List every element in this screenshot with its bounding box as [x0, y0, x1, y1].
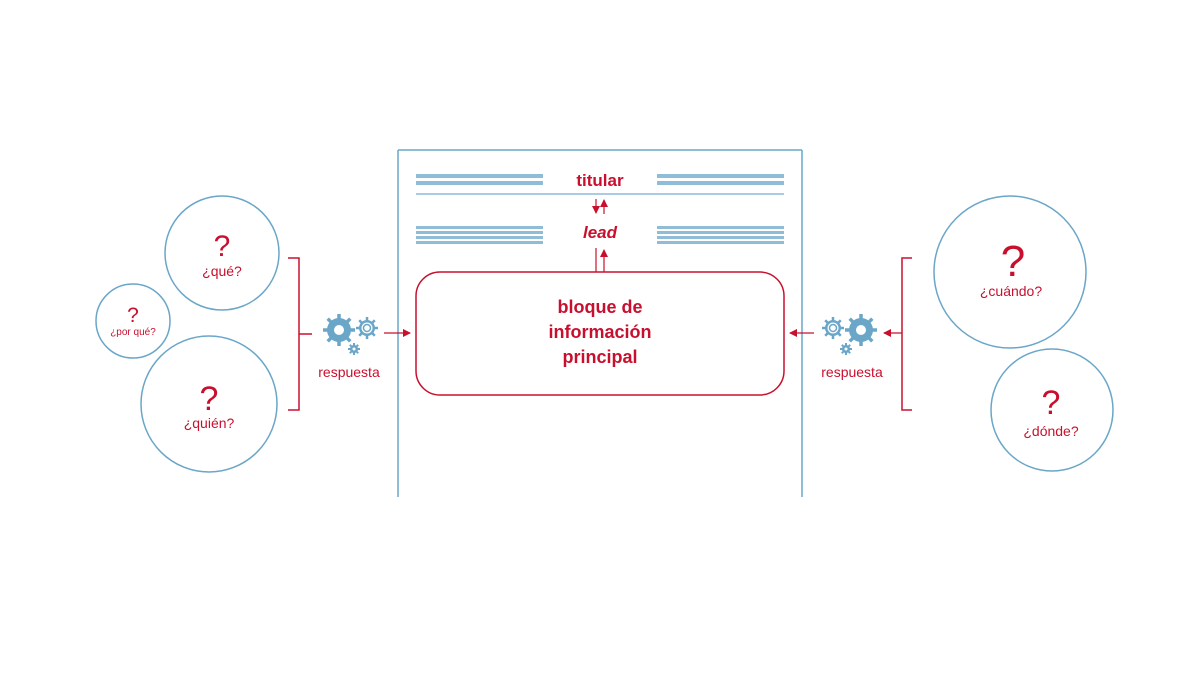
gears-icon	[822, 314, 877, 355]
main-information-block	[415, 271, 785, 396]
lead-bars-left	[416, 226, 543, 244]
left-bracket	[288, 257, 312, 411]
question-label-donde: ¿dónde?	[1023, 423, 1078, 439]
right-answer-label: respuesta	[821, 364, 883, 380]
question-circle-donde: ? ¿dónde?	[990, 348, 1114, 472]
page-frame	[397, 149, 803, 497]
question-circle-que: ? ¿qué?	[164, 195, 280, 311]
question-label-por-que: ¿por qué?	[110, 327, 156, 338]
question-mark: ?	[127, 304, 139, 327]
main-block-line-2: información	[548, 322, 651, 342]
headline-bars-right	[657, 174, 784, 185]
left-answer-label: respuesta	[318, 364, 380, 380]
question-circle-cuando: ? ¿cuándo?	[933, 195, 1087, 349]
question-mark: ?	[1042, 384, 1061, 422]
headline-label: titular	[576, 171, 624, 190]
question-label-cuando: ¿cuándo?	[980, 283, 1042, 299]
question-mark: ?	[1001, 237, 1025, 286]
headline-lead-arrows	[592, 199, 608, 214]
lead-bars-right	[657, 226, 784, 244]
question-label-quien: ¿quién?	[184, 415, 235, 431]
question-label-que: ¿qué?	[202, 263, 242, 279]
gears-icon	[323, 314, 378, 355]
headline-bars-left	[416, 174, 543, 185]
lead-label: lead	[583, 223, 618, 242]
main-block-line-1: bloque de	[558, 297, 643, 317]
main-block-line-3: principal	[562, 347, 637, 367]
right-bracket	[901, 257, 912, 411]
question-mark: ?	[200, 380, 219, 418]
question-circle-por-que: ? ¿por qué?	[95, 283, 171, 359]
question-mark: ?	[214, 230, 231, 263]
question-circle-quien: ? ¿quién?	[140, 335, 278, 473]
